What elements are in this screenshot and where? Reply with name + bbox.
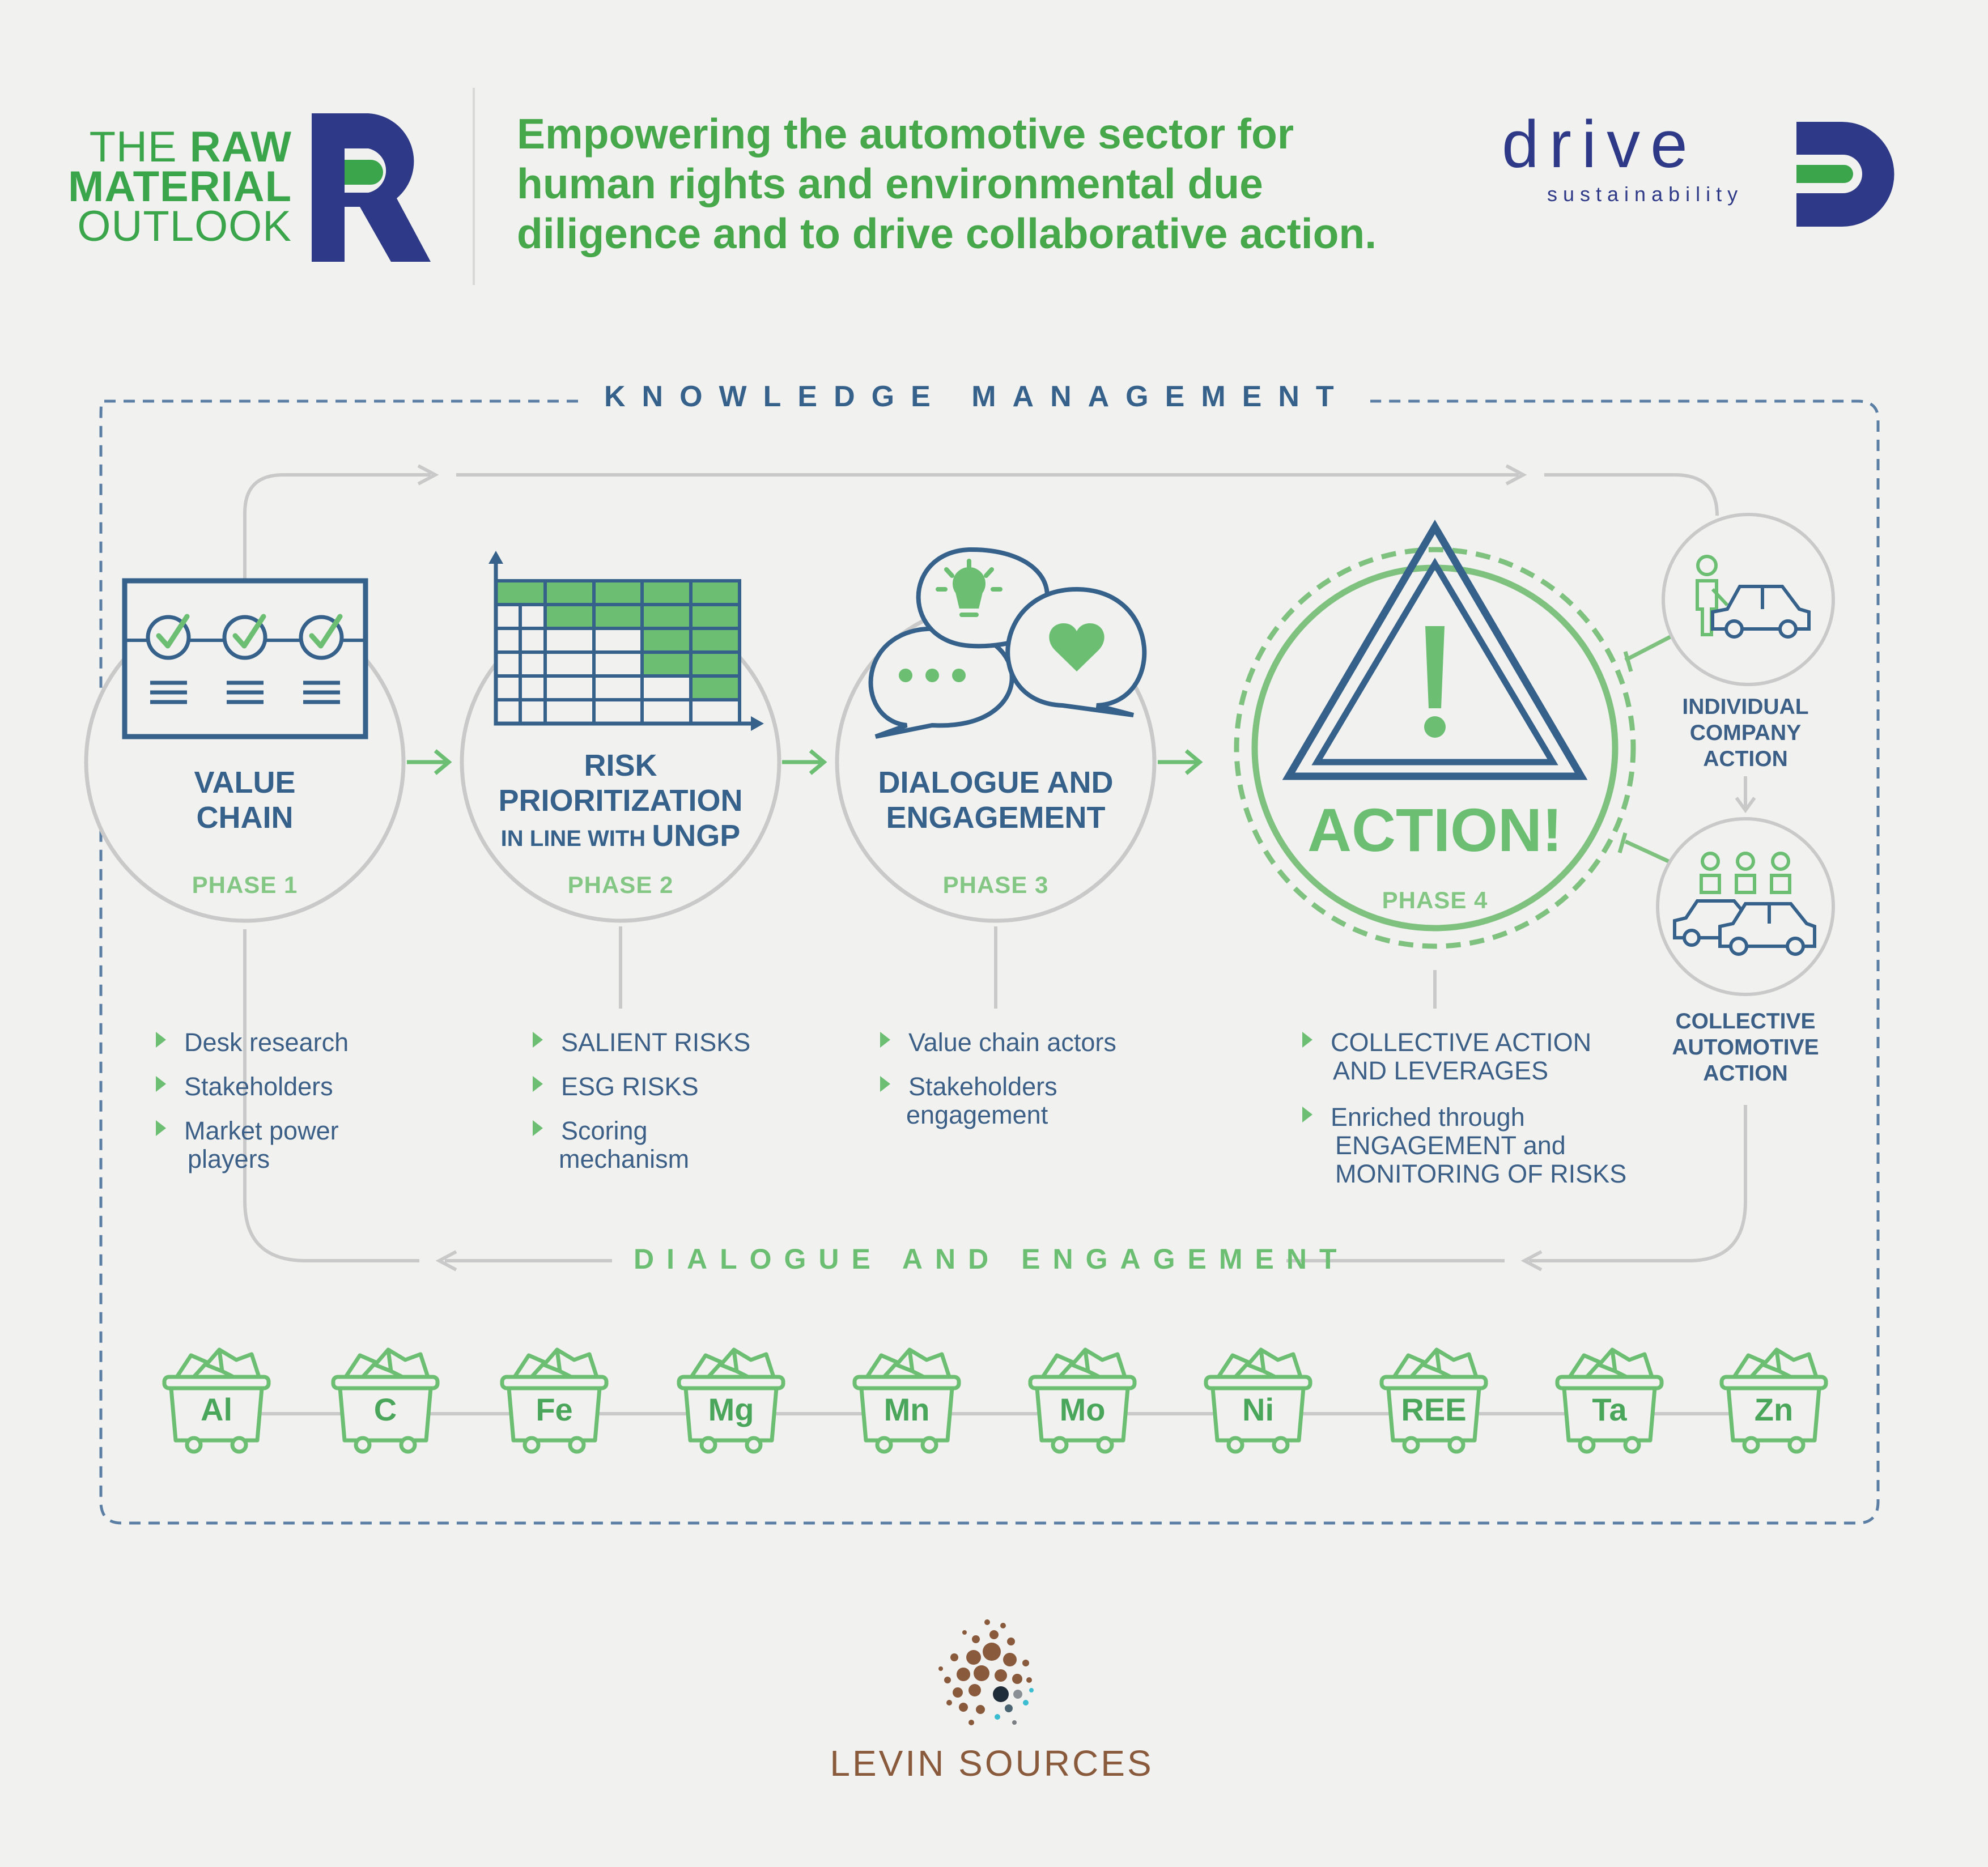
mine-cart-icon	[331, 1347, 440, 1454]
metal-zn: Zn	[1754, 1392, 1794, 1427]
logo-line-2: MATERIAL	[68, 163, 292, 211]
metal-ta: Ta	[1592, 1392, 1627, 1427]
list-item: ESG RISKS	[533, 1073, 699, 1101]
list-item: Value chain actors	[880, 1028, 1116, 1057]
dialogue-engagement-label: DIALOGUE AND ENGAGEMENT	[634, 1243, 1349, 1275]
list-item: SALIENT RISKS	[533, 1028, 750, 1057]
person-car-icon	[1696, 555, 1811, 639]
phase-1-title: VALUE CHAIN	[194, 765, 296, 835]
mine-cart-icon	[1379, 1347, 1488, 1454]
speech-bubbles-icon	[868, 547, 1147, 739]
mine-cart-icon	[1555, 1347, 1664, 1454]
bullet-stems	[619, 926, 1437, 1009]
drive-subtitle: sustainability	[1547, 182, 1744, 206]
phase-1-label: PHASE 1	[192, 871, 298, 898]
checklist-icon	[122, 578, 368, 739]
phase-4-label: PHASE 4	[1382, 887, 1488, 913]
logo-line-3: OUTLOOK	[77, 202, 292, 250]
phase-3-title: DIALOGUE AND ENGAGEMENT	[878, 765, 1114, 835]
metal-fe: Fe	[536, 1392, 573, 1427]
mine-cart-icon	[1028, 1347, 1137, 1454]
r-monogram-icon	[312, 113, 431, 262]
mine-cart-icon	[1719, 1347, 1828, 1454]
phase-4-title: ACTION!	[1307, 796, 1562, 864]
metal-al: Al	[201, 1392, 232, 1427]
phase-2-label: PHASE 2	[567, 871, 674, 898]
top-loop	[243, 464, 1719, 581]
phase-2-title: RISK PRIORITIZATION IN LINE WITH UNGP	[498, 748, 743, 853]
list-item: Stakeholders	[156, 1073, 333, 1101]
drive-wordmark: drive	[1502, 107, 1698, 182]
phase-arrows	[407, 749, 1203, 775]
phase-4-dashed-ring	[1234, 547, 1636, 949]
warning-triangle-icon	[1282, 520, 1588, 780]
metal-mo: Mo	[1059, 1392, 1106, 1427]
metal-mn: Mn	[883, 1392, 930, 1427]
mine-cart-icon	[1204, 1347, 1312, 1454]
metal-mg: Mg	[708, 1392, 754, 1427]
tagline: Empowering the automotive sector for hum…	[517, 110, 1377, 257]
group-cars-icon	[1673, 852, 1816, 956]
metal-ree: REE	[1401, 1392, 1467, 1427]
phase-3-label: PHASE 3	[942, 871, 1049, 898]
metal-c: C	[373, 1392, 397, 1427]
knowledge-frame	[99, 399, 1880, 1525]
mine-cart-icon	[162, 1347, 271, 1454]
header-divider	[473, 88, 475, 285]
risk-grid-icon	[488, 551, 764, 731]
side-connectors	[1617, 632, 1756, 866]
collective-action-label: COLLECTIVE AUTOMOTIVE ACTION	[1672, 1009, 1819, 1086]
knowledge-management-label: KNOWLEDGE MANAGEMENT	[596, 380, 1358, 414]
mine-cart-icon	[677, 1347, 785, 1454]
levin-sources-wordmark: LEVIN SOURCES	[830, 1743, 1154, 1784]
mine-cart-icon	[852, 1347, 961, 1454]
mine-cart-icon	[500, 1347, 609, 1454]
list-item: Desk research	[156, 1028, 349, 1057]
bottom-loop	[243, 929, 1747, 1271]
d-monogram-icon	[1796, 122, 1894, 227]
individual-action-label: INDIVIDUAL COMPANY ACTION	[1682, 695, 1809, 771]
metal-ni: Ni	[1242, 1392, 1274, 1427]
logo-line-1: THE RAW	[89, 123, 292, 171]
levin-sources-logo-icon	[938, 1619, 1034, 1725]
